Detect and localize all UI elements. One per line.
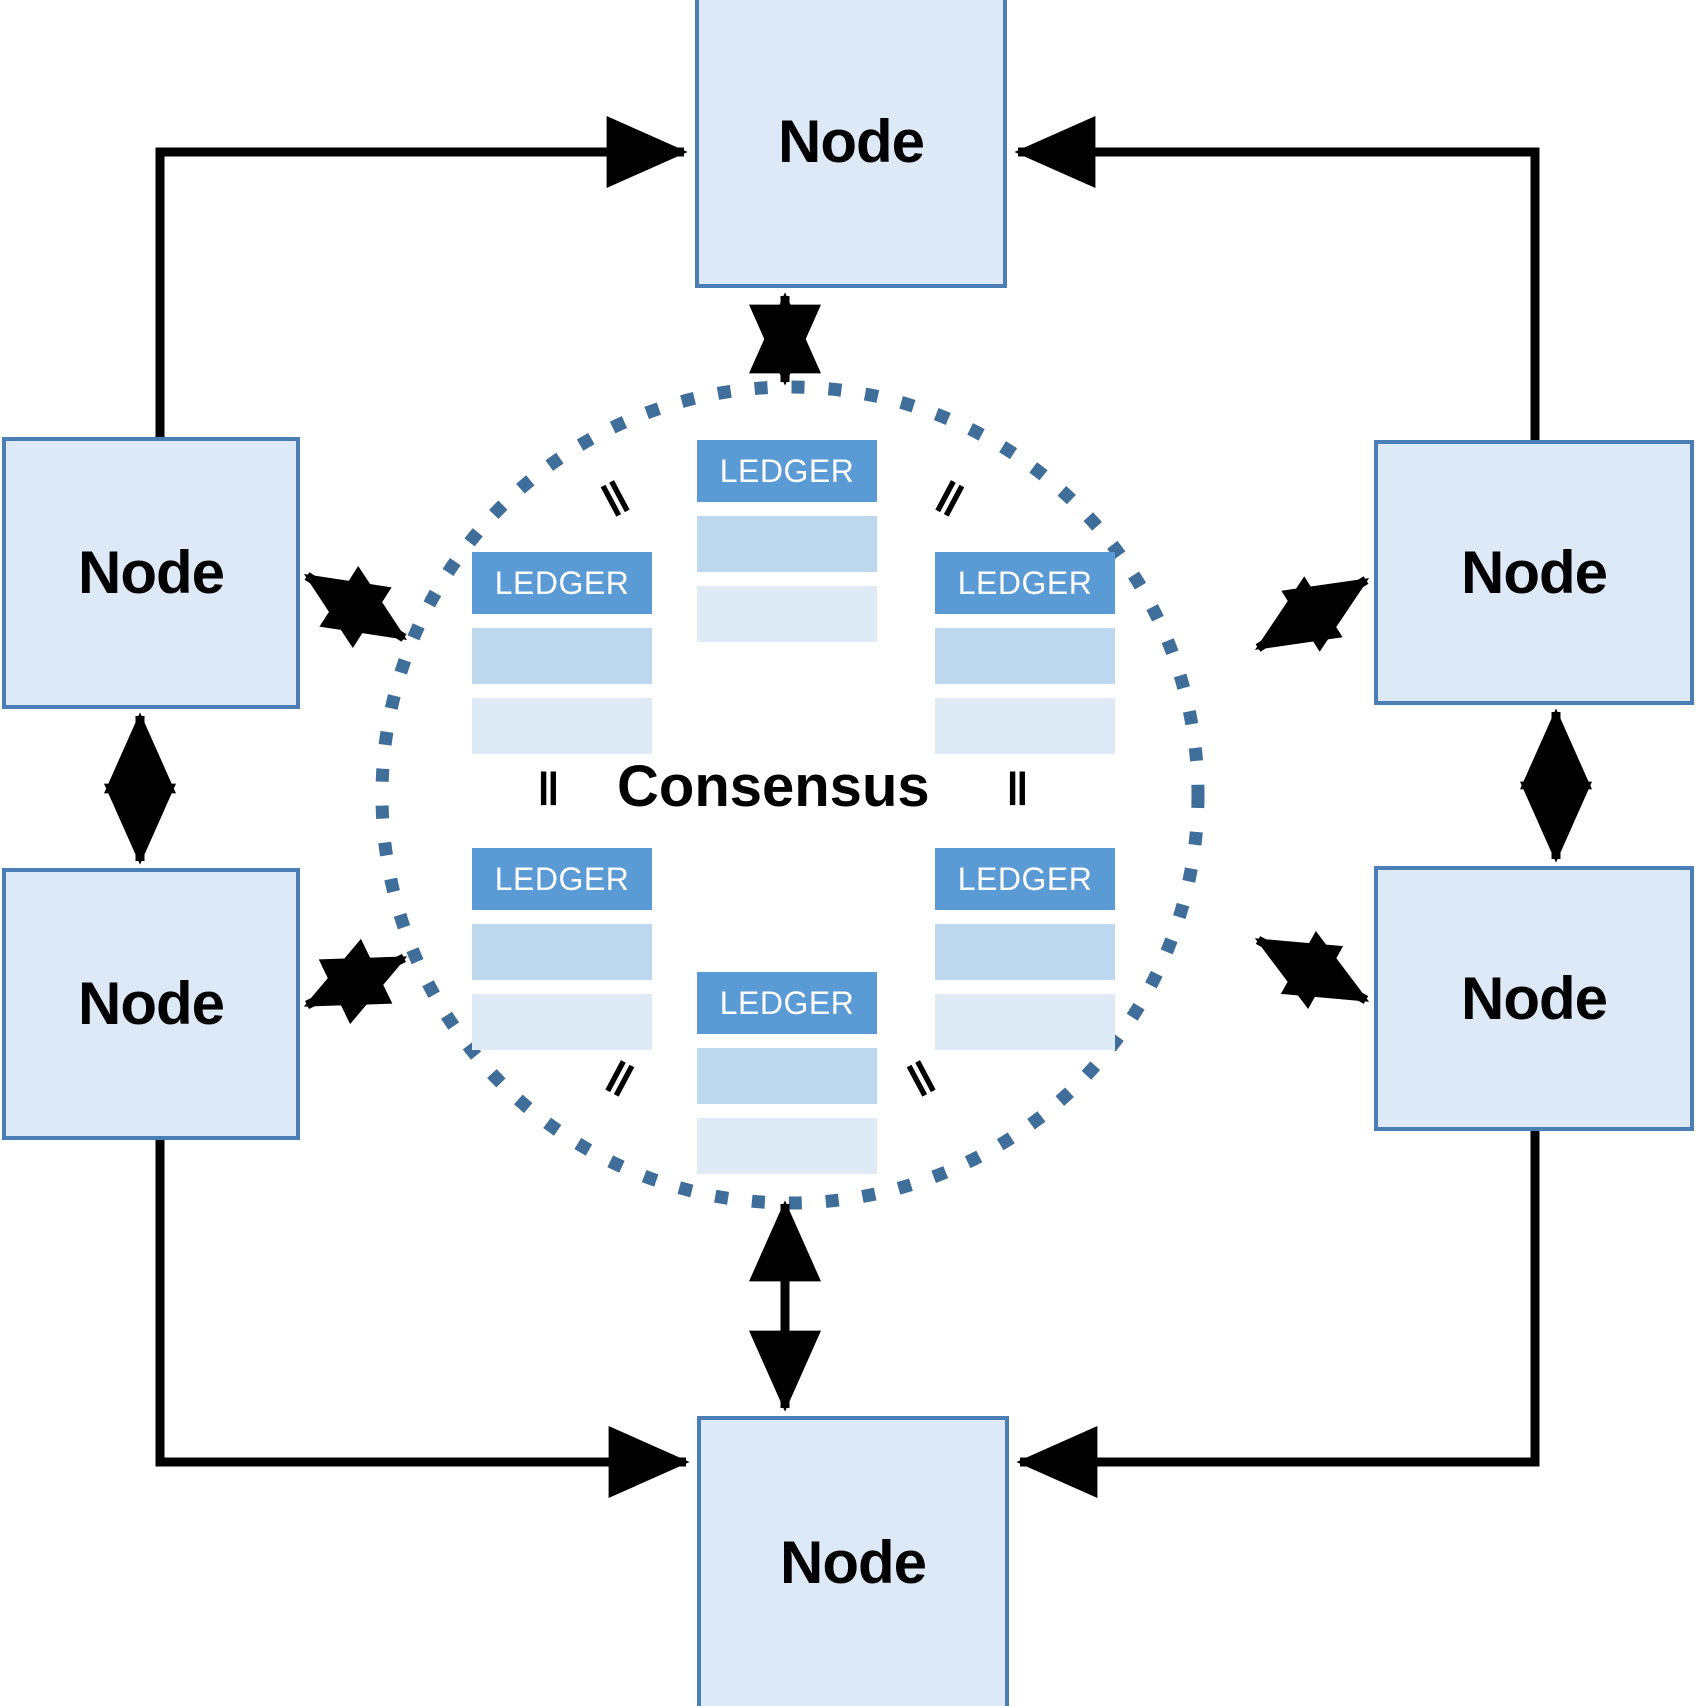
equals-mark-bottom-left: ‖ <box>597 1050 642 1108</box>
node-right-lower[interactable]: Node <box>1374 866 1694 1131</box>
equals-mark-top-right: ‖ <box>927 470 972 528</box>
node-bottom[interactable]: Node <box>697 1416 1009 1706</box>
node-left-lower[interactable]: Node <box>2 868 300 1140</box>
node-left-lower-label: Node <box>78 970 225 1037</box>
conn-topright-to-top <box>1014 116 1540 440</box>
ledger-left-upper-row-1 <box>472 628 652 684</box>
conn-leftupper-to-consensus <box>303 565 408 649</box>
conn-bottomleft-to-bottom <box>155 1140 690 1498</box>
ledger-left-upper[interactable]: LEDGER <box>472 552 652 754</box>
node-top-label: Node <box>778 108 925 175</box>
ledger-right-lower-row-2 <box>935 994 1115 1050</box>
conn-rightlower-to-consensus <box>1254 930 1370 1010</box>
ledger-left-lower-header: LEDGER <box>472 848 652 910</box>
ledger-right-upper-row-1 <box>935 628 1115 684</box>
ledger-left-upper-header: LEDGER <box>472 552 652 614</box>
ledger-right-upper-row-2 <box>935 698 1115 754</box>
ledger-bottom[interactable]: LEDGER <box>697 972 877 1174</box>
ledger-top[interactable]: LEDGER <box>697 440 877 642</box>
ledger-bottom-row-1 <box>697 1048 877 1104</box>
ledger-left-lower[interactable]: LEDGER <box>472 848 652 1050</box>
node-top[interactable]: Node <box>695 0 1007 288</box>
conn-leftlower-to-consensus <box>303 938 408 1025</box>
ledger-bottom-row-2 <box>697 1118 877 1174</box>
conn-bottomright-to-bottom <box>1016 1131 1540 1498</box>
ledger-top-row-2 <box>697 586 877 642</box>
ledger-right-lower[interactable]: LEDGER <box>935 848 1115 1050</box>
equals-mark-mid-left: ‖ <box>537 763 560 815</box>
equals-mark-top-left: ‖ <box>593 470 638 528</box>
ledger-left-lower-row-2 <box>472 994 652 1050</box>
equals-mark-mid-right: ‖ <box>1006 763 1029 815</box>
conn-topleft-to-top <box>155 116 688 440</box>
equals-mark-bottom-right: ‖ <box>899 1050 944 1108</box>
node-left-upper[interactable]: Node <box>2 437 300 709</box>
ledger-left-lower-row-1 <box>472 924 652 980</box>
ledger-top-row-1 <box>697 516 877 572</box>
ledger-right-upper-header: LEDGER <box>935 552 1115 614</box>
ledger-left-upper-row-2 <box>472 698 652 754</box>
node-right-upper[interactable]: Node <box>1374 440 1694 705</box>
consensus-label: Consensus <box>617 754 930 819</box>
node-left-upper-label: Node <box>78 539 225 606</box>
ledger-top-header: LEDGER <box>697 440 877 502</box>
node-right-lower-label: Node <box>1461 964 1608 1032</box>
conn-rightupper-to-consensus <box>1254 576 1370 652</box>
node-right-upper-label: Node <box>1461 538 1608 606</box>
ledger-right-lower-header: LEDGER <box>935 848 1115 910</box>
ledger-right-lower-row-1 <box>935 924 1115 980</box>
ledger-bottom-header: LEDGER <box>697 972 877 1034</box>
ledger-right-upper[interactable]: LEDGER <box>935 552 1115 754</box>
node-bottom-label: Node <box>780 1529 927 1596</box>
